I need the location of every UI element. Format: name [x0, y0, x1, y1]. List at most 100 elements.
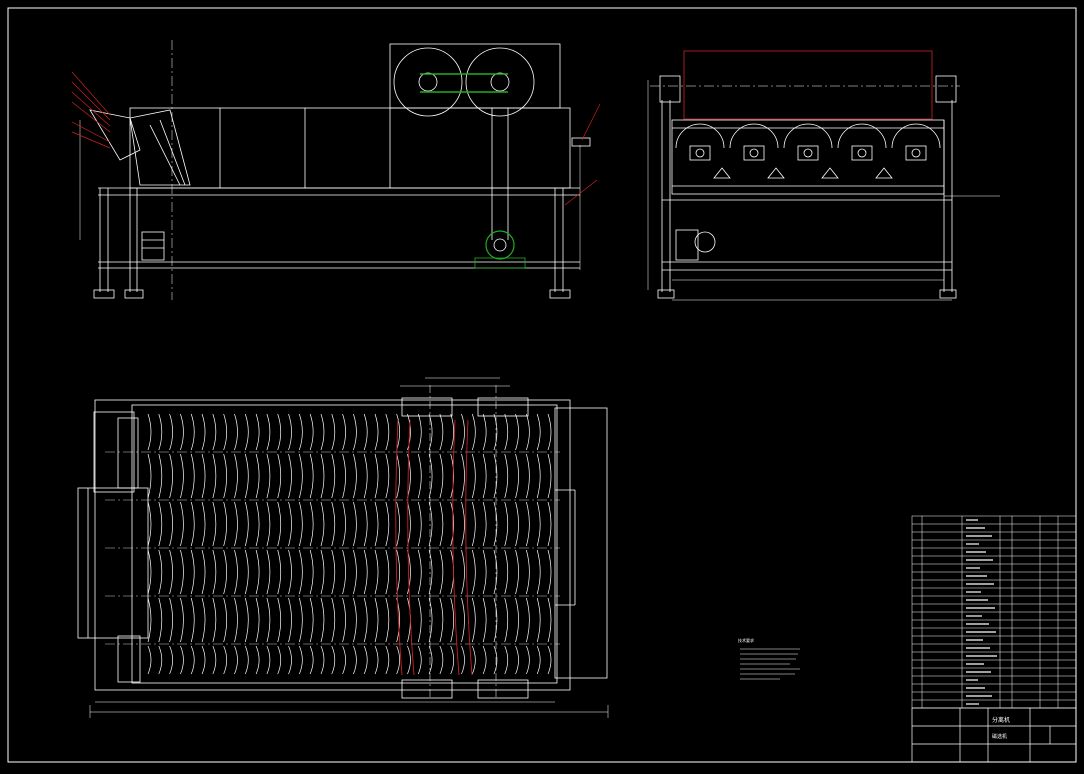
slat — [190, 413, 195, 451]
slat — [342, 549, 346, 595]
slat — [515, 645, 519, 675]
slat — [342, 645, 346, 675]
slat — [407, 413, 411, 451]
slat — [158, 597, 163, 643]
slat — [374, 549, 379, 595]
slat — [547, 645, 552, 675]
slat — [223, 453, 228, 499]
slat — [180, 645, 184, 675]
slat — [374, 597, 379, 643]
slat — [526, 413, 530, 451]
slat — [353, 597, 357, 643]
slat — [450, 645, 455, 675]
slat — [417, 597, 422, 643]
slat — [244, 645, 249, 675]
slat — [363, 453, 368, 499]
slat — [180, 413, 184, 451]
slat — [363, 549, 368, 595]
slat — [212, 645, 217, 675]
slat — [526, 501, 530, 547]
slat — [363, 645, 368, 675]
slat — [504, 549, 509, 595]
slat — [547, 549, 552, 595]
slat — [212, 453, 217, 499]
slat — [482, 645, 487, 675]
slat — [396, 453, 400, 499]
slat — [363, 597, 368, 643]
slat — [450, 501, 455, 547]
slat — [428, 597, 433, 643]
slat — [515, 501, 519, 547]
slat — [147, 501, 152, 547]
slat — [385, 413, 390, 451]
slat — [288, 549, 292, 595]
slat — [450, 453, 455, 499]
slat — [439, 549, 444, 595]
slat — [299, 413, 303, 451]
slat — [266, 413, 271, 451]
slat — [526, 549, 530, 595]
slat — [374, 453, 379, 499]
slat — [147, 413, 152, 451]
slat — [417, 453, 422, 499]
slat — [536, 501, 541, 547]
slat — [493, 597, 498, 643]
slat — [353, 549, 357, 595]
slat — [309, 501, 314, 547]
slat — [255, 597, 260, 643]
slat — [526, 597, 530, 643]
slat — [223, 501, 228, 547]
slat — [169, 549, 173, 595]
technical-notes: 技术要求 — [738, 637, 800, 680]
slat — [536, 597, 541, 643]
slat — [158, 413, 163, 451]
slat — [417, 645, 422, 675]
slat — [385, 453, 390, 499]
slat — [244, 597, 249, 643]
slat — [515, 413, 519, 451]
slat — [353, 645, 357, 675]
slat — [190, 597, 195, 643]
parts-list-table — [911, 515, 1077, 709]
slat — [374, 501, 379, 547]
slat — [396, 501, 400, 547]
slat — [277, 501, 282, 547]
slat — [266, 549, 271, 595]
slat — [234, 549, 238, 595]
slat — [493, 453, 498, 499]
slat — [493, 413, 498, 451]
slat — [180, 549, 184, 595]
slat — [169, 597, 173, 643]
slat — [223, 645, 228, 675]
slat — [244, 413, 249, 451]
slat — [461, 453, 465, 499]
slat — [169, 453, 173, 499]
slat — [385, 597, 390, 643]
slat — [482, 413, 487, 451]
slat — [515, 597, 519, 643]
slat — [158, 549, 163, 595]
slat — [288, 597, 292, 643]
slat — [223, 413, 228, 451]
title-block-drawing-name: 磁选机 — [992, 733, 1007, 740]
slat — [158, 453, 163, 499]
slat — [396, 645, 400, 675]
slat — [190, 645, 195, 675]
slat — [212, 549, 217, 595]
slat — [547, 501, 552, 547]
slat — [234, 413, 238, 451]
front-elevation-view — [79, 40, 591, 300]
slat — [526, 453, 530, 499]
slat — [461, 645, 465, 675]
slat — [320, 597, 325, 643]
slat — [342, 501, 346, 547]
slat — [385, 549, 390, 595]
slat — [201, 501, 206, 547]
slat — [450, 413, 455, 451]
slat — [471, 597, 476, 643]
slat — [201, 597, 206, 643]
slat — [331, 501, 336, 547]
title-block — [911, 707, 1077, 763]
drawing-border — [7, 7, 1077, 763]
